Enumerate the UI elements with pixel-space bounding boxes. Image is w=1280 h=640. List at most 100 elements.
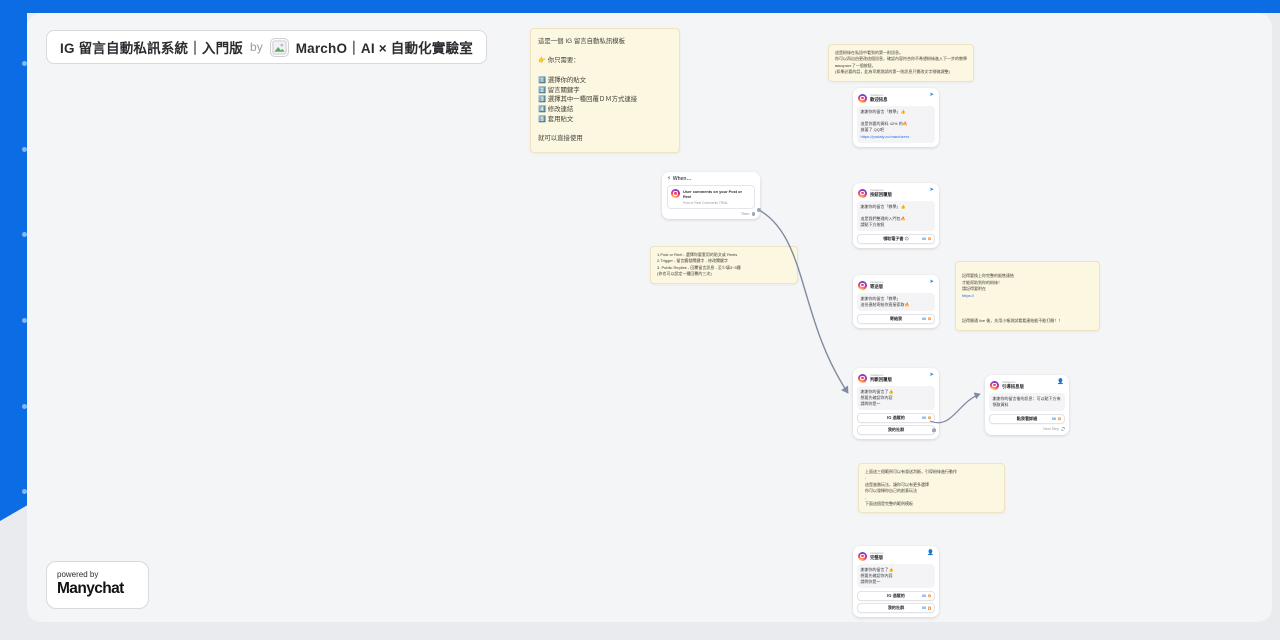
send-icon: ➤ bbox=[929, 279, 934, 285]
instagram-icon bbox=[858, 280, 867, 290]
top-accent-bar bbox=[0, 0, 1280, 13]
next-step-port[interactable] bbox=[1061, 426, 1065, 431]
left-accent-wedge bbox=[0, 0, 27, 521]
message-button[interactable]: 領取電子書 😊 60 bbox=[857, 233, 935, 244]
canvas-edge-dot bbox=[22, 489, 27, 494]
then-label: Then bbox=[740, 212, 750, 217]
template-title: IG 留言自動私訊系統｜入門版 bbox=[60, 41, 244, 56]
click-stat: 60 bbox=[922, 415, 926, 420]
note-intro[interactable]: 這是一個 IG 留言自動私訊模板 👉 你只需要： 1️⃣ 選擇你的貼文 2️⃣ … bbox=[530, 28, 680, 154]
canvas-edge-dot bbox=[22, 61, 27, 66]
node-title: 引導訊息版 bbox=[1002, 384, 1024, 389]
message-bubble: 謝謝你的留言「教學」👍 這是你要的資料 42% 的🔥 放著了 QQ吧 https:… bbox=[857, 106, 935, 143]
byline: by bbox=[250, 40, 263, 54]
button-label: IG 追蹤的 bbox=[887, 592, 905, 598]
message-node-branch-version[interactable]: Instagram 判斷回覆版 ➤ 謝謝你的留言了👍 想要先確認你內容 請問你是… bbox=[853, 368, 939, 439]
node-channel: Instagram bbox=[870, 188, 884, 192]
note-link-url: https:// bbox=[962, 292, 975, 298]
note-link-text-bottom: 記得開通 live 後，先用小帳測試看看連結能不能打開！！ bbox=[962, 318, 1063, 324]
note-link-text-top: 記得要換上你完整的販售連結 才能幫助到你的粉絲！ 請記得要附在 bbox=[962, 273, 1014, 292]
button-label: 我的社群 bbox=[887, 427, 905, 432]
click-stat: 60 bbox=[922, 236, 926, 241]
button-label: 領取電子書 😊 bbox=[883, 235, 909, 241]
node-channel: Instagram bbox=[870, 551, 884, 555]
send-icon: ➤ bbox=[929, 372, 934, 378]
node-title: 按鈕回覆版 bbox=[870, 192, 892, 197]
message-bubble: 謝謝你的留言了👍 想要先確認你內容 請問你是～ bbox=[857, 386, 935, 410]
instagram-icon bbox=[990, 380, 999, 390]
trigger-condition[interactable]: User comments on your Post or Reel Post … bbox=[667, 185, 755, 210]
node-title: 寄送版 bbox=[870, 284, 884, 289]
trigger-subtitle: Post or Reel Comments TRIAL bbox=[683, 201, 729, 206]
powered-by-text: powered by bbox=[57, 570, 99, 579]
instagram-icon bbox=[858, 188, 867, 198]
message-node-button-version[interactable]: Instagram 按鈕回覆版 ➤ 謝謝你的留言「教學」👍 這是我們整理的入門包… bbox=[853, 183, 939, 248]
template-title-card: IG 留言自動私訊系統｜入門版 by MarchO｜AI × 自動化實驗室 bbox=[46, 30, 487, 64]
broken-image-icon bbox=[272, 39, 287, 55]
note-link-reminder[interactable]: 記得要換上你完整的販售連結 才能幫助到你的粉絲！ 請記得要附在 https://… bbox=[955, 261, 1100, 331]
node-title: 判斷回覆版 bbox=[870, 377, 892, 382]
message-bubble: 謝謝你的留言「教學」👍 這是我們整理的入門包🔥 請點下方按鈕 bbox=[857, 201, 935, 231]
instagram-icon bbox=[858, 551, 867, 561]
click-stat: 60 bbox=[922, 593, 926, 598]
warning-dot-icon bbox=[927, 316, 931, 321]
user-icon: 👤 bbox=[927, 550, 934, 556]
canvas-edge-dot bbox=[22, 318, 27, 323]
click-stat: 60 bbox=[1052, 416, 1056, 421]
button-output-port[interactable] bbox=[932, 428, 936, 432]
button-label: 寄給我 bbox=[889, 315, 903, 321]
send-icon: ➤ bbox=[929, 92, 934, 98]
message-bubble: 謝謝你的留言了👍 想要先確認你內容 請問你是～ bbox=[857, 564, 935, 588]
message-link[interactable]: https://portaly.cc/marchzero bbox=[860, 134, 910, 139]
note-setup-steps[interactable]: 1.Post or Reel - 選擇你要套用的貼文或 Reels 2.Trig… bbox=[650, 246, 798, 284]
button-label: 點我看詳細 bbox=[1016, 415, 1038, 421]
message-button[interactable]: 寄給我 60 bbox=[857, 313, 935, 324]
button-label: IG 追蹤的 bbox=[887, 414, 905, 420]
message-button[interactable]: 我的社群 60 bbox=[857, 603, 935, 613]
node-channel: Instagram bbox=[1002, 380, 1016, 384]
trigger-node[interactable]: ⚡ When… User comments on your Post or Re… bbox=[662, 172, 760, 220]
note-advanced[interactable]: 上面這三個範例可以有發送判斷，引導粉絲進行動作 - 這是進階玩法，讓你可以有更多… bbox=[858, 463, 1005, 514]
message-node-full-version[interactable]: Instagram 完整版 👤 謝謝你的留言了👍 想要先確認你內容 請問你是～ … bbox=[853, 546, 939, 617]
message-bubble: 謝謝你的留言後的訊息：可以點下方來領取資料 bbox=[989, 393, 1065, 411]
lightning-icon: ⚡ bbox=[667, 176, 671, 182]
canvas-edge-dot bbox=[22, 404, 27, 409]
click-stat: 60 bbox=[922, 606, 926, 610]
send-icon: ➤ bbox=[929, 187, 934, 193]
warning-dot-icon bbox=[927, 236, 931, 241]
message-button[interactable]: 我的社群 bbox=[857, 425, 936, 435]
message-bubble: 謝謝你的留言「教學」 這份連結寄給你直接索取🔥 bbox=[857, 293, 935, 311]
message-node-send-version[interactable]: Instagram 寄送版 ➤ 謝謝你的留言「教學」 這份連結寄給你直接索取🔥 … bbox=[853, 275, 939, 328]
powered-by-manychat-badge[interactable]: powered by Manychat bbox=[46, 561, 149, 609]
instagram-icon bbox=[858, 93, 867, 103]
note-first-message[interactable]: 這是粉絲在私訊中看到的第一則訊息。 你可以再自由更改這個訊息，確認內容符合你不希… bbox=[828, 44, 974, 82]
instagram-icon bbox=[858, 373, 867, 383]
button-label: 我的社群 bbox=[887, 605, 905, 610]
node-channel: Instagram bbox=[870, 280, 884, 284]
trigger-header-label: When… bbox=[672, 176, 692, 182]
canvas-edge-dot bbox=[22, 232, 27, 237]
user-icon: 👤 bbox=[1057, 379, 1064, 385]
author-avatar bbox=[269, 37, 289, 57]
warning-dot-icon bbox=[927, 593, 931, 598]
message-button[interactable]: IG 追蹤的 60 bbox=[857, 590, 935, 601]
message-text: 謝謝你的留言「教學」👍 這是你要的資料 42% 的🔥 放著了 QQ吧 bbox=[860, 109, 908, 132]
canvas-edge-dot bbox=[22, 147, 27, 152]
trigger-header: ⚡ When… bbox=[667, 176, 755, 182]
brand-name: MarchO｜AI × 自動化實驗室 bbox=[295, 41, 473, 56]
warning-dot-icon bbox=[1057, 416, 1061, 421]
next-step-label: Next Step bbox=[1043, 426, 1059, 431]
node-channel: Instagram bbox=[870, 93, 884, 97]
message-button[interactable]: IG 追蹤的 60 bbox=[857, 412, 935, 423]
trigger-title: User comments on your Post or Reel bbox=[683, 189, 743, 200]
message-node-welcome[interactable]: Instagram 歡迎訊息 ➤ 謝謝你的留言「教學」👍 這是你要的資料 42%… bbox=[853, 88, 939, 147]
message-node-guide-version[interactable]: Instagram 引導訊息版 👤 謝謝你的留言後的訊息：可以點下方來領取資料 … bbox=[985, 375, 1069, 435]
message-button[interactable]: 點我看詳細 60 bbox=[989, 413, 1065, 424]
click-stat: 60 bbox=[922, 316, 926, 321]
node-channel: Instagram bbox=[870, 373, 884, 377]
node-title: 歡迎訊息 bbox=[870, 97, 888, 102]
node-title: 完整版 bbox=[870, 555, 884, 560]
manychat-logo: Manychat bbox=[57, 580, 124, 597]
warning-dot-icon bbox=[927, 606, 931, 610]
then-output-port[interactable] bbox=[751, 212, 755, 216]
